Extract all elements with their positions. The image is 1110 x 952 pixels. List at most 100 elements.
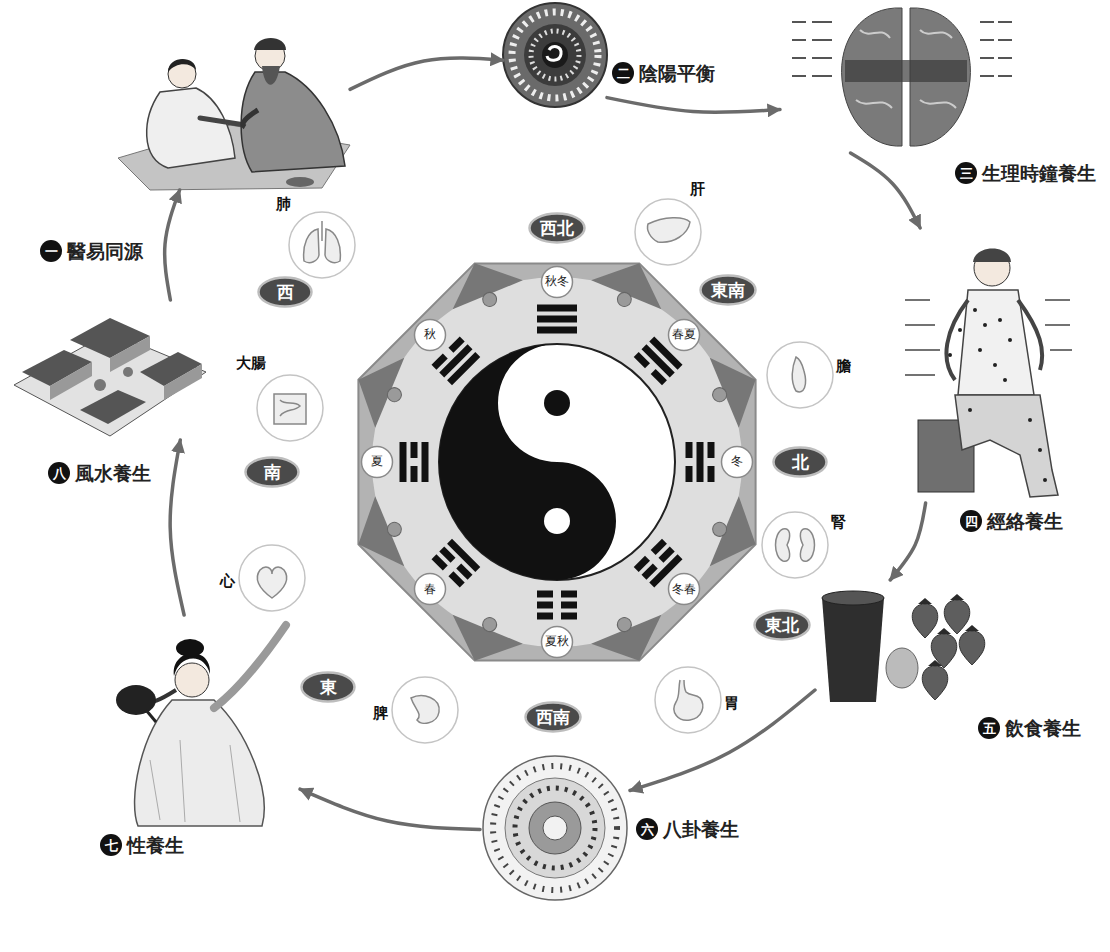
brain-figure-part-part: [998, 21, 1012, 23]
food-picture-part: [959, 625, 985, 665]
courtyard-figure-part: [164, 364, 202, 400]
bagua-wheel-part: [372, 277, 742, 647]
doctor-patient-figure-part: [262, 66, 280, 85]
step-label: 性養生: [127, 834, 184, 857]
direction-label: 東: [320, 678, 337, 697]
organ-circle-outline: [239, 545, 305, 611]
direction-oval-shape: [526, 703, 581, 732]
bagua-wheel-part-part: [422, 442, 429, 482]
bagua-wheel-part-part: [439, 344, 616, 580]
organ-outline: [761, 511, 829, 579]
organ-outline: [654, 666, 722, 734]
organ-label: 肝: [690, 182, 705, 197]
yin-yang-medallion: [503, 3, 607, 107]
bagua-wheel-part-part: [537, 327, 577, 334]
direction-label: 西: [277, 283, 294, 302]
meridian-figure-part-part: [905, 374, 935, 376]
step-number: 五: [978, 717, 1000, 739]
bagua-wheel-part: [699, 492, 771, 580]
bagua-wheel-part-part: [439, 344, 675, 580]
bagua-wheel-part-part: [708, 442, 715, 482]
organ-circle-outline: [767, 342, 833, 408]
meridian-figure-part-part: [958, 328, 962, 332]
food-picture: [822, 591, 985, 702]
bagua-wheel-part: [440, 249, 528, 321]
yin-yang-medallion-part: [542, 42, 568, 68]
courtyard-figure: [14, 318, 206, 436]
season-circle-shape: [722, 447, 753, 478]
organ-outline: [634, 198, 702, 266]
direction-oval-shape: [701, 276, 756, 305]
direction-oval-shape: [246, 458, 299, 487]
bagua-wheel-part: [537, 591, 577, 620]
lady-figure-part: [146, 710, 156, 722]
bagua-wheel-part: [358, 263, 755, 660]
brain-figure-part-part: [812, 21, 832, 23]
direction-oval-shape: [755, 611, 810, 640]
season-circle: 夏: [360, 445, 394, 479]
meridian-figure-part: [955, 395, 1058, 497]
brain-figure-part-part: [792, 75, 806, 77]
organ-circle: 膽: [766, 341, 834, 409]
season-circle: 秋冬: [540, 265, 574, 299]
bagua-disc-part: [493, 766, 617, 890]
doctor-patient-figure-part: [286, 177, 314, 187]
direction-oval: 東: [300, 671, 356, 703]
brain-figure-part-part: [998, 57, 1012, 59]
label-row: 六八卦養生: [636, 818, 739, 841]
step-label: 生理時鐘養生: [982, 162, 1096, 185]
bagua-disc-part: [515, 788, 595, 868]
season-circle: 夏秋: [540, 625, 574, 659]
organ-circle-outline: [289, 212, 355, 278]
flow-arrow: [165, 190, 180, 300]
organ-label: 大腸: [236, 356, 266, 371]
label-row: 七性養生: [100, 834, 184, 857]
season-circle: 春: [413, 572, 447, 606]
bagua-wheel-part-part: [537, 613, 577, 620]
bagua-wheel-part-part: [537, 316, 577, 323]
label-row: 四經絡養生: [960, 510, 1063, 533]
yin-yang-medallion-part: [524, 24, 586, 86]
label-row: 三生理時鐘養生: [955, 162, 1096, 185]
season-label: 冬春: [672, 583, 696, 596]
meridian-figure-part-part: [993, 363, 997, 367]
organ-outline: [391, 676, 459, 744]
meridian-figure-part-part: [983, 323, 987, 327]
meridian-figure-part-part: [1008, 338, 1012, 342]
bagua-disc-part: [543, 816, 567, 840]
lady-figure-part: [175, 663, 209, 697]
food-picture-part: [822, 598, 884, 702]
step-item: 八風水養生: [10, 300, 208, 440]
lady-figure-part: [150, 740, 240, 822]
step-number: 一: [40, 240, 62, 262]
organ-label: 肺: [276, 197, 291, 212]
brain-figure-part-part: [980, 21, 994, 23]
courtyard-figure-part: [110, 336, 150, 372]
bagua-wheel-part: [344, 492, 416, 580]
bagua-wheel-part: [400, 442, 429, 482]
meridian-figure-part-part: [1045, 299, 1070, 301]
bagua-disc-part: [505, 778, 605, 878]
doctor-patient-figure-part: [168, 59, 196, 72]
yin-yang-medallion-part: [503, 3, 607, 107]
bagua-wheel: [344, 249, 770, 675]
direction-oval-shape: [259, 278, 312, 307]
food-picture-part: [822, 591, 884, 605]
season-circle-shape: [362, 447, 393, 478]
direction-label: 東南: [711, 281, 745, 300]
brain-figure-part-part: [998, 39, 1012, 41]
season-label: 冬: [731, 455, 743, 468]
yin-yang-medallion-part: [512, 12, 598, 98]
meridian-figure-part: [946, 300, 1042, 380]
direction-label: 西北: [540, 219, 574, 238]
bagua-wheel-part-part: [544, 390, 570, 416]
bagua-wheel-part-part: [400, 442, 407, 482]
direction-oval: 北: [772, 446, 828, 478]
direction-oval-shape: [302, 673, 355, 702]
meridian-figure-part-part: [905, 324, 935, 326]
season-label: 夏: [371, 455, 383, 468]
label-row: 五飲食養生: [978, 717, 1081, 740]
organ-circle: 大腸: [256, 374, 324, 442]
flow-arrow: [851, 153, 921, 228]
